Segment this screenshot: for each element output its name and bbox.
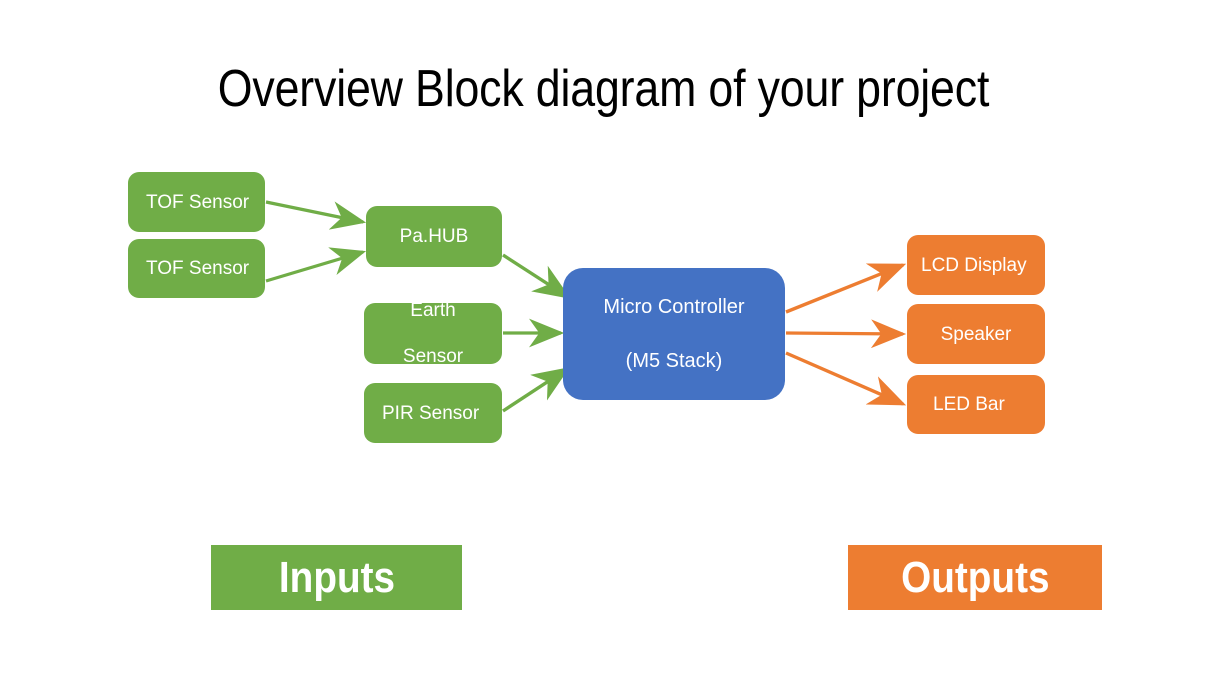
block-label-line1: Micro Controller xyxy=(603,295,745,318)
block-label-line2: (M5 Stack) xyxy=(625,349,723,372)
legend-inputs-label: Inputs xyxy=(278,552,395,602)
block-label: TOF Sensor xyxy=(146,191,250,213)
block-pir-sensor[interactable]: PIR Sensor xyxy=(364,383,502,443)
arrow-pahub-to-mcu xyxy=(502,253,571,299)
block-label: LED Bar xyxy=(933,394,1005,415)
legend-inputs[interactable]: Inputs xyxy=(211,545,462,610)
arrow-mcu-to-ledbar xyxy=(785,351,907,406)
block-label: Pa.HUB xyxy=(399,226,469,247)
block-tof-sensor-1[interactable]: TOF Sensor xyxy=(128,172,265,232)
block-label: TOF Sensor xyxy=(146,258,250,279)
page-title: Overview Block diagram of your project xyxy=(217,60,990,118)
block-speaker[interactable]: Speaker xyxy=(907,304,1045,364)
block-led-bar[interactable]: LED Bar xyxy=(907,375,1045,434)
arrow-tof1-to-pahub xyxy=(265,200,367,230)
block-tof-sensor-2[interactable]: TOF Sensor xyxy=(128,239,265,298)
block-label-line2: Sensor xyxy=(402,346,464,367)
arrow-pir-to-mcu xyxy=(502,367,570,413)
block-lcd-display[interactable]: LCD Display xyxy=(907,235,1045,295)
legend-outputs-label: Outputs xyxy=(900,552,1050,602)
block-label: Micro Controller (M5 Stack) xyxy=(563,294,785,375)
block-label: PIR Sensor xyxy=(382,402,480,424)
block-pa-hub[interactable]: Pa.HUB xyxy=(366,206,502,267)
block-label-line1: Earth xyxy=(410,300,456,321)
legend-outputs[interactable]: Outputs xyxy=(848,545,1102,610)
arrow-tof2-to-pahub xyxy=(265,247,367,283)
block-micro-controller[interactable]: Micro Controller (M5 Stack) xyxy=(563,268,785,400)
arrow-mcu-to-lcd xyxy=(785,263,907,314)
block-label: LCD Display xyxy=(921,254,1027,276)
block-label: Speaker xyxy=(940,323,1012,345)
block-label: Earth Sensor xyxy=(364,299,502,368)
block-earth-sensor[interactable]: Earth Sensor xyxy=(364,300,502,367)
arrow-mcu-to-speaker xyxy=(785,319,907,349)
